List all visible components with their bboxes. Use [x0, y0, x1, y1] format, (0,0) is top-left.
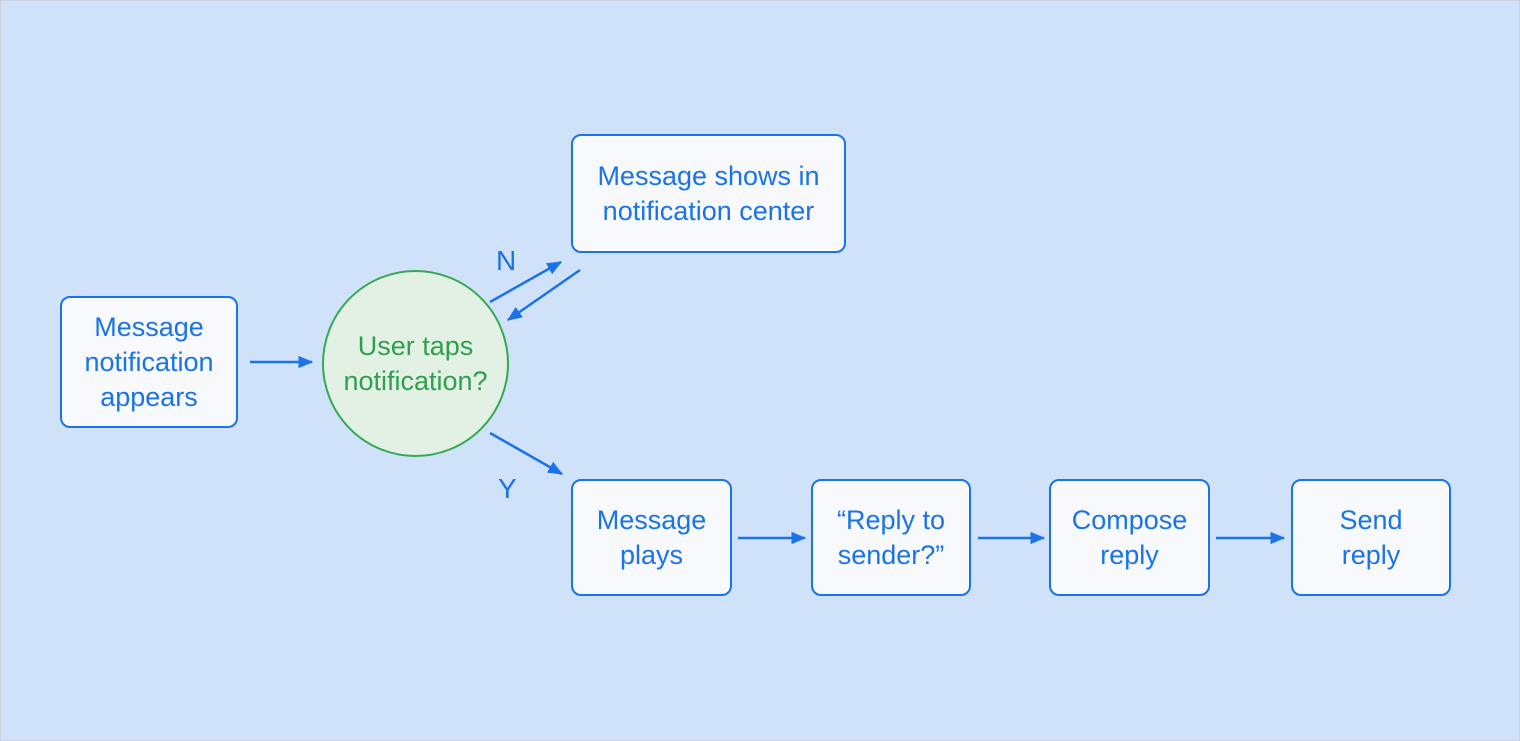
node-send-reply-label: Send reply: [1339, 504, 1403, 570]
node-message-shows-in-notification-center: Message shows in notification center: [571, 134, 846, 253]
node-user-taps-notification-decision: User taps notification?: [322, 270, 509, 457]
node-message-notification-appears: Message notification appears: [60, 296, 238, 428]
node-reply-to-sender-label: “Reply to sender?”: [836, 504, 946, 570]
node-message-notification-appears-label: Message notification appears: [84, 311, 214, 412]
branch-label-no: N: [496, 245, 517, 276]
node-message-plays-label: Message plays: [596, 504, 707, 570]
arrow-decision-to-message-plays: [489, 431, 564, 476]
node-message-shows-in-notification-center-label: Message shows in notification center: [597, 160, 820, 226]
node-compose-reply: Compose reply: [1049, 479, 1210, 596]
node-reply-to-sender: “Reply to sender?”: [811, 479, 971, 596]
node-send-reply: Send reply: [1291, 479, 1451, 596]
branch-label-yes: Y: [498, 473, 517, 504]
node-user-taps-notification-label: User taps notification?: [343, 330, 488, 396]
arrow-notification-center-to-decision: [506, 268, 581, 322]
node-compose-reply-label: Compose reply: [1071, 504, 1188, 570]
node-message-plays: Message plays: [571, 479, 732, 596]
